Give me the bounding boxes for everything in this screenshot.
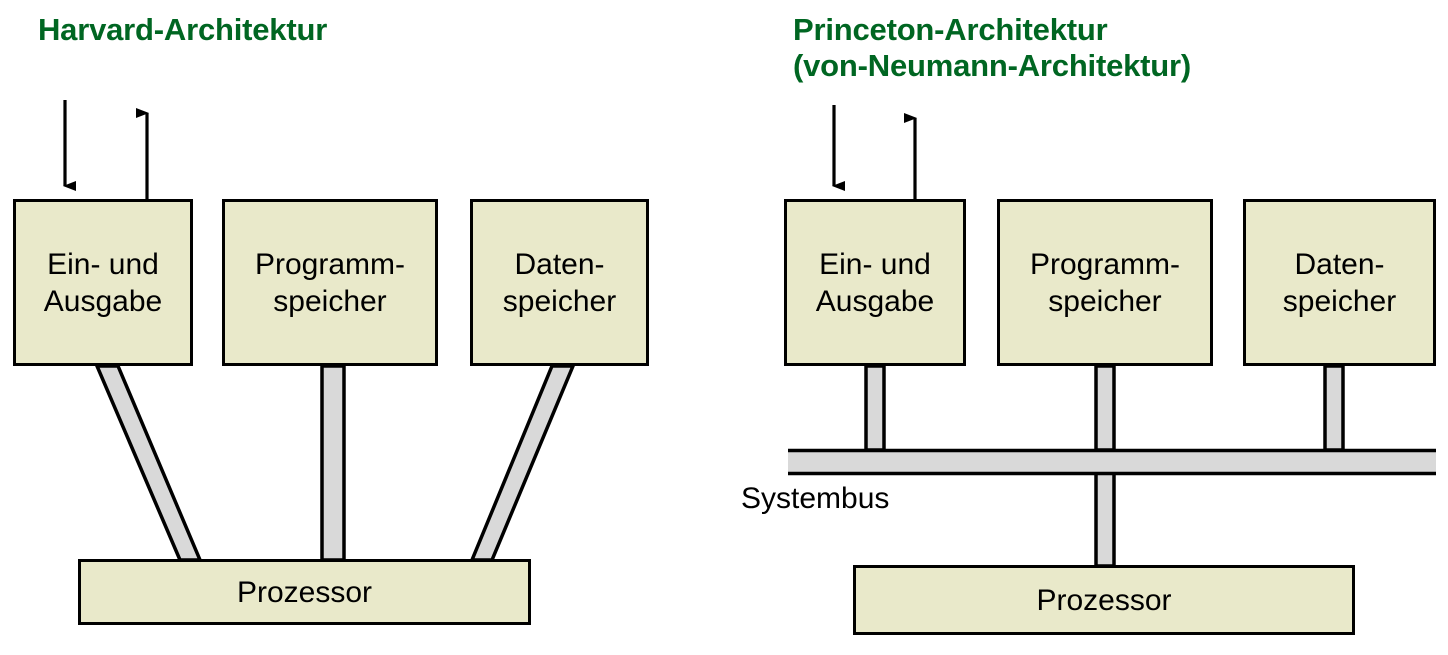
right-connector-data-bus — [1323, 364, 1345, 452]
left-box-processor[interactable]: Prozessor — [78, 559, 531, 625]
left-box-io[interactable]: Ein- und Ausgabe — [13, 199, 193, 366]
left-connector-data-processor — [469, 364, 576, 562]
right-box-processor[interactable]: Prozessor — [853, 565, 1355, 635]
right-connector-program-bus — [1094, 364, 1116, 452]
system-bus-bar — [788, 448, 1436, 476]
system-bus-label: Systembus — [741, 482, 890, 515]
left-connector-io-processor — [94, 364, 203, 562]
right-box-data-memory[interactable]: Daten- speicher — [1243, 199, 1436, 366]
left-connector-program-processor — [320, 364, 346, 562]
right-connector-processor-bus — [1094, 471, 1116, 568]
left-box-data-memory[interactable]: Daten- speicher — [470, 199, 649, 366]
left-box-program-memory[interactable]: Programm- speicher — [222, 199, 438, 366]
right-connector-io-bus — [864, 364, 886, 452]
right-box-io[interactable]: Ein- und Ausgabe — [784, 199, 966, 366]
left-diagram-title: Harvard-Architektur — [38, 12, 328, 47]
right-box-program-memory[interactable]: Programm- speicher — [997, 199, 1213, 366]
right-diagram-title: Princeton-Architektur (von-Neumann-Archi… — [793, 12, 1192, 83]
